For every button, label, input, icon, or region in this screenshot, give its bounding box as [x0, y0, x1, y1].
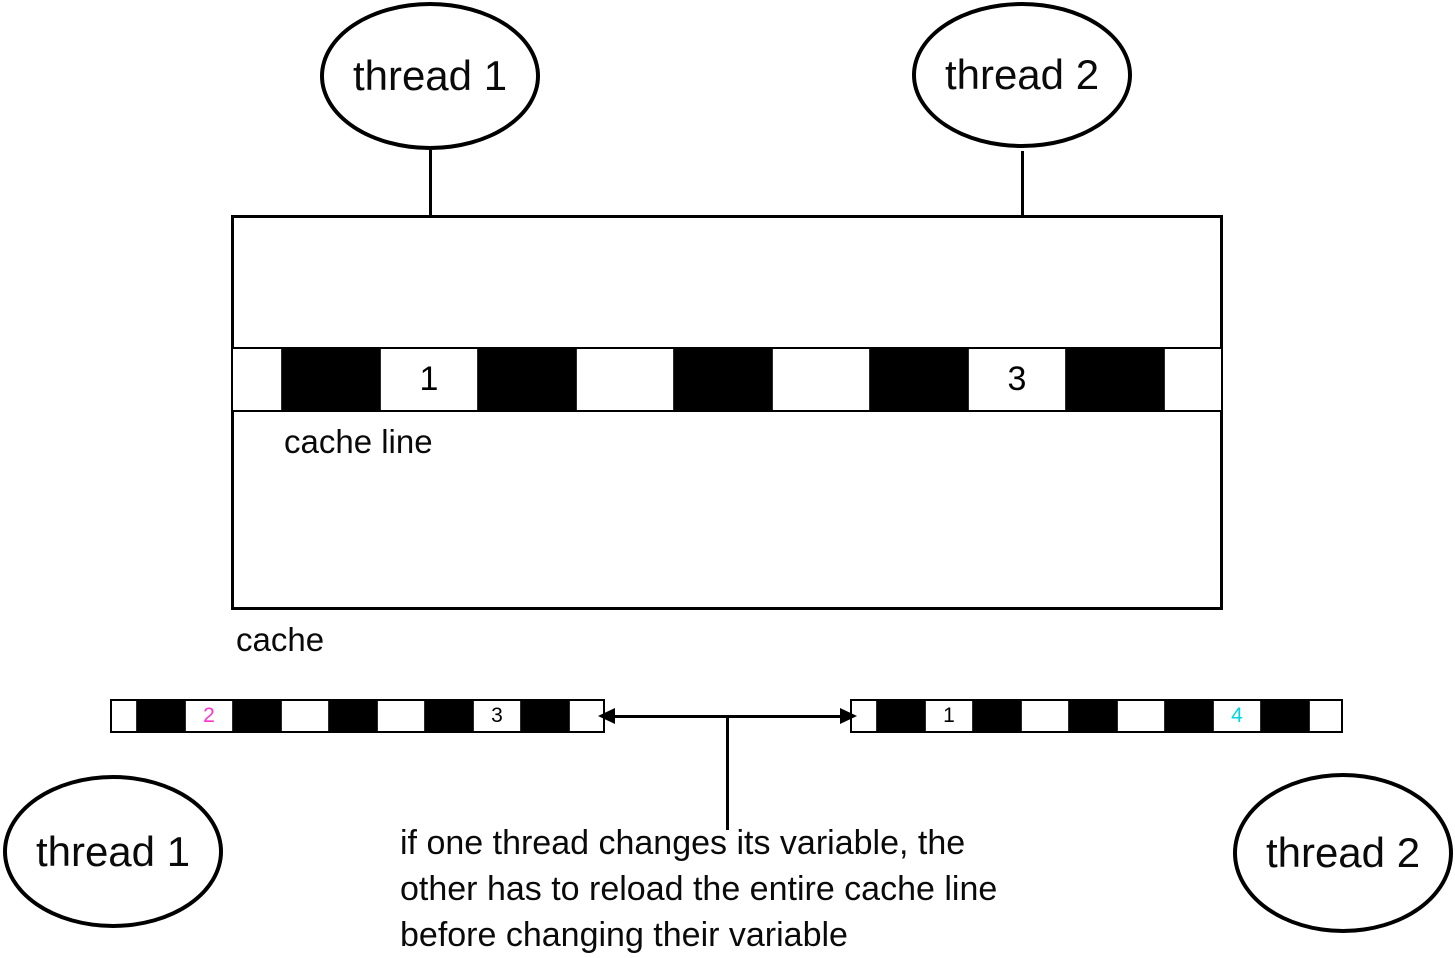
memory-cell: 2 — [185, 701, 233, 731]
memory-cell — [521, 701, 569, 731]
thread1-top-label: thread 1 — [352, 52, 508, 99]
thread2-top-node: thread 2 — [912, 2, 1132, 148]
memory-cell-value: 3 — [1007, 360, 1027, 398]
memory-cell — [1066, 349, 1164, 410]
memory-cell — [569, 701, 603, 731]
thread1-top-node: thread 1 — [320, 2, 540, 150]
memory-cell — [877, 701, 925, 731]
memory-cell: 3 — [968, 349, 1066, 410]
cache-label: cache — [236, 621, 325, 658]
memory-cell-value: 1 — [419, 360, 439, 398]
memory-cell: 1 — [380, 349, 478, 410]
memory-cell — [674, 349, 772, 410]
memory-cell — [1164, 349, 1221, 410]
thread2-top-label: thread 2 — [944, 51, 1100, 98]
sync-arrow-right-head-icon — [840, 708, 857, 724]
memory-cell — [233, 701, 281, 731]
memory-cell: 3 — [473, 701, 521, 731]
memory-cell — [233, 349, 282, 410]
memory-cell — [112, 701, 137, 731]
thread2-bottom-label: thread 2 — [1265, 829, 1421, 876]
memory-cell — [973, 701, 1021, 731]
memory-cell — [329, 701, 377, 731]
memory-cell — [576, 349, 674, 410]
cache-line-label: cache line — [284, 423, 433, 460]
memory-cell — [281, 701, 329, 731]
memory-cell-value: 2 — [203, 704, 215, 727]
memory-cell — [377, 701, 425, 731]
thread2-bottom-node: thread 2 — [1233, 773, 1453, 933]
thread1-bottom-label: thread 1 — [35, 827, 191, 875]
memory-cell — [772, 349, 870, 410]
sync-arrow-left-head-icon — [598, 708, 615, 724]
caption-connector-line — [726, 716, 729, 830]
memory-cell-value: 3 — [491, 704, 503, 727]
memory-cell — [478, 349, 576, 410]
memory-cell-value: 1 — [943, 704, 955, 727]
memory-cell — [1117, 701, 1165, 731]
memory-cell — [1165, 701, 1213, 731]
cache-box — [231, 215, 1223, 610]
memory-cell — [870, 349, 968, 410]
memory-cell-value: 4 — [1231, 704, 1243, 727]
memory-cell — [425, 701, 473, 731]
memory-cell — [1261, 701, 1309, 731]
memory-cell — [137, 701, 185, 731]
memory-cell: 4 — [1213, 701, 1261, 731]
memory-cell: 1 — [925, 701, 973, 731]
explanation-caption: if one thread changes its variable, the … — [400, 824, 998, 954]
memory-cell — [282, 349, 380, 410]
memory-cell — [1069, 701, 1117, 731]
memory-cell — [1309, 701, 1341, 731]
memory-cell — [1021, 701, 1069, 731]
thread1-bottom-node: thread 1 — [3, 775, 223, 928]
